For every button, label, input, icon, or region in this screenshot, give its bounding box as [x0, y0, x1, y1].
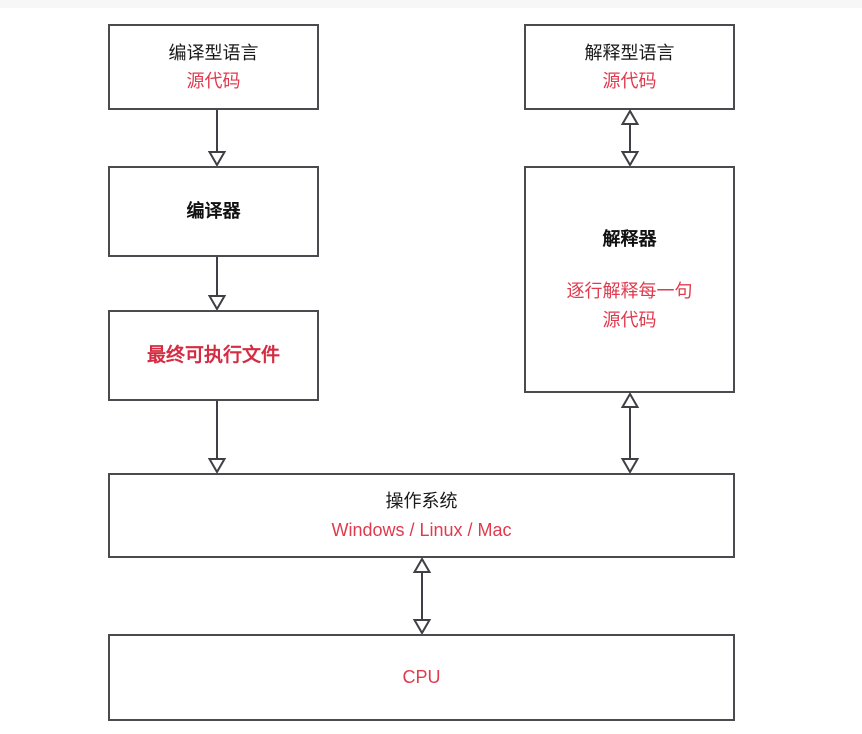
node-operating-system: 操作系统 Windows / Linux / Mac: [108, 473, 735, 558]
node-interpreted-source: 解释型语言 源代码: [524, 24, 735, 110]
edge-compiler-to-executable: [205, 257, 229, 312]
node-interpreter-line-2: 逐行解释每一句: [566, 281, 693, 302]
top-background-band: [0, 0, 862, 8]
node-cpu-line-1: CPU: [402, 667, 441, 688]
edge-interpreter-to-os: [618, 391, 642, 475]
node-interpreted-source-line-1: 解释型语言: [584, 42, 675, 63]
edge-interpreted-source-to-interpreter: [618, 108, 642, 168]
node-compiler: 编译器: [108, 166, 319, 257]
node-interpreter-line-1: 解释器: [602, 229, 657, 250]
node-compiled-source-line-1: 编译型语言: [168, 42, 259, 63]
node-operating-system-line-1: 操作系统: [385, 491, 458, 512]
node-cpu: CPU: [108, 634, 735, 721]
edge-compiled-source-to-compiler: [205, 110, 229, 168]
node-executable-line-1: 最终可执行文件: [146, 344, 280, 366]
edge-os-to-cpu: [410, 556, 434, 636]
node-executable: 最终可执行文件: [108, 310, 319, 401]
node-interpreter: 解释器 逐行解释每一句 源代码: [524, 166, 735, 393]
node-compiled-source-line-2: 源代码: [186, 71, 241, 91]
node-interpreter-line-3: 源代码: [602, 309, 657, 330]
node-operating-system-line-2: Windows / Linux / Mac: [331, 519, 512, 540]
node-interpreted-source-line-2: 源代码: [602, 71, 657, 91]
edge-executable-to-os: [205, 401, 229, 475]
node-compiled-source: 编译型语言 源代码: [108, 24, 319, 110]
node-compiler-line-1: 编译器: [186, 201, 241, 222]
